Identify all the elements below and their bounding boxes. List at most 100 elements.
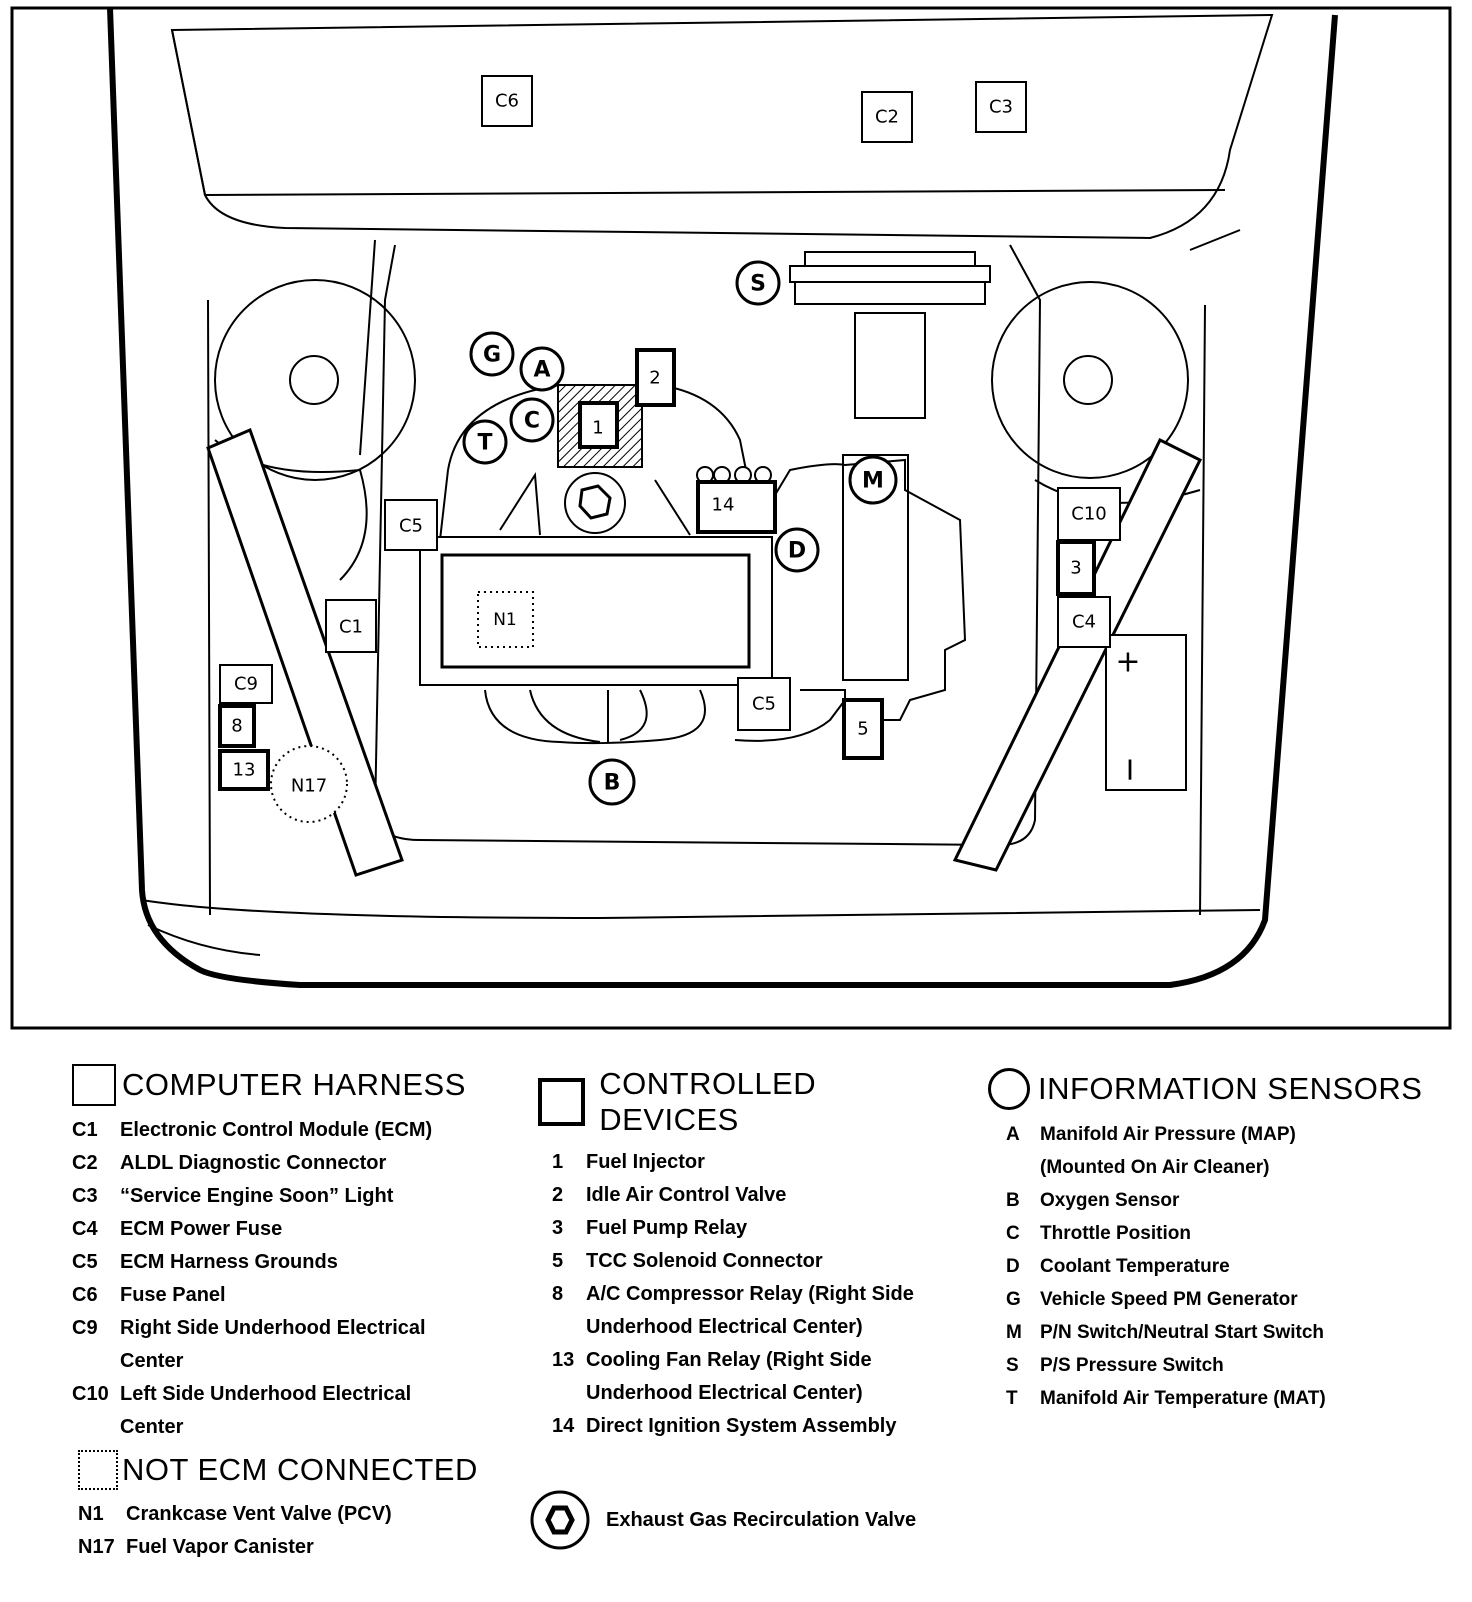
legend-item-code: 3	[552, 1217, 564, 1239]
legend-item-label-cont: Underhood Electrical Center)	[586, 1316, 863, 1338]
legend-title: INFORMATION SENSORS	[1038, 1071, 1423, 1106]
svg-text:13: 13	[233, 760, 256, 781]
sensor-s: S	[735, 260, 781, 306]
sensor-c: C	[509, 397, 555, 443]
square-symbol-icon	[72, 1064, 116, 1106]
legend-item-code: C9	[72, 1317, 98, 1339]
label-c5-bottom: C5	[737, 677, 791, 731]
legend-item: N17 Fuel Vapor Canister	[78, 1531, 518, 1564]
device-13: 13	[218, 749, 270, 791]
legend-item-continuation: Underhood Electrical Center)	[552, 1377, 958, 1410]
legend-item-label-cont: Underhood Electrical Center)	[586, 1382, 863, 1404]
legend-item-label: A/C Compressor Relay (Right Side	[586, 1283, 914, 1305]
legend-item-label: Cooling Fan Relay (Right Side	[586, 1349, 872, 1371]
legend-item-label: Crankcase Vent Valve (PCV)	[126, 1503, 392, 1525]
svg-text:1: 1	[592, 418, 603, 439]
label-n17: N17	[270, 745, 348, 823]
legend-item-code: N17	[78, 1536, 115, 1558]
legend-item-code: 8	[552, 1283, 564, 1305]
legend-item-label: TCC Solenoid Connector	[586, 1250, 823, 1272]
legend-item-label: Fuel Vapor Canister	[126, 1536, 314, 1558]
legend-header: CONTROLLED DEVICES	[538, 1066, 958, 1138]
legend-item-code: C6	[72, 1284, 98, 1306]
legend-item-continuation: Underhood Electrical Center)	[552, 1311, 958, 1344]
legend-item-label: Vehicle Speed PM Generator	[1040, 1289, 1298, 1310]
dotted-square-icon	[78, 1450, 118, 1490]
legend-item-code: 13	[552, 1349, 575, 1371]
legend-item: C3“Service Engine Soon” Light	[72, 1180, 512, 1213]
legend-item-code: C5	[72, 1251, 98, 1273]
svg-text:C10: C10	[1071, 504, 1106, 525]
egr-valve-icon	[530, 1490, 590, 1550]
device-1-fuel-injector: 1	[557, 384, 643, 468]
legend-item-label-cont: Center	[120, 1416, 184, 1438]
svg-text:8: 8	[231, 716, 242, 737]
svg-text:N17: N17	[291, 776, 327, 797]
cowl-line	[204, 189, 1226, 196]
engine-compartment-diagram: + I C6 C2 C3 S G A C	[10, 6, 1452, 1030]
left-brace	[206, 427, 404, 877]
legend-item-label-cont: (Mounted On Air Cleaner)	[1040, 1157, 1270, 1178]
label-c9: C9	[219, 664, 273, 704]
device-3-fuel-pump-relay: 3	[1056, 540, 1096, 596]
legend-item-label: Manifold Air Pressure (MAP)	[1040, 1124, 1296, 1145]
svg-text:5: 5	[857, 719, 868, 740]
legend-item-code: S	[1006, 1355, 1019, 1376]
legend-spacer	[552, 1377, 586, 1410]
legend-item-continuation: Center	[72, 1411, 512, 1444]
legend-egr: Exhaust Gas Recirculation Valve	[530, 1490, 916, 1550]
sensor-b: B	[588, 758, 636, 806]
legend-item-continuation: Center	[72, 1345, 512, 1378]
legend-item: C2 ALDL Diagnostic Connector	[72, 1147, 512, 1180]
svg-text:C3: C3	[989, 97, 1013, 118]
device-8: 8	[218, 704, 256, 748]
label-c5-left: C5	[384, 499, 438, 551]
svg-text:C5: C5	[399, 516, 423, 537]
sensor-a: A	[519, 346, 565, 392]
legend-item-code: 14	[552, 1415, 575, 1437]
left-strut-tower	[214, 279, 416, 481]
legend-item: B Oxygen Sensor	[1006, 1184, 1458, 1217]
legend-item-continuation: (Mounted On Air Cleaner)	[1006, 1151, 1458, 1184]
legend-item-code: C3	[72, 1185, 98, 1207]
legend-item: C9 Right Side Underhood Electrical	[72, 1312, 512, 1345]
sensor-t: T	[462, 419, 508, 465]
front-bumper-line	[141, 899, 1261, 920]
ps-pump-top	[804, 251, 976, 267]
legend-item: C5 ECM Harness Grounds	[72, 1246, 512, 1279]
legend-item-label: Right Side Underhood Electrical	[120, 1317, 426, 1339]
label-n1: N1	[477, 591, 534, 648]
legend-item-code: C10	[72, 1383, 109, 1405]
legend-spacer	[1006, 1151, 1040, 1184]
label-c10: C10	[1057, 487, 1121, 541]
label-c3: C3	[975, 81, 1027, 133]
label-c2: C2	[861, 91, 913, 143]
legend-item-label: Oxygen Sensor	[1040, 1190, 1180, 1211]
intake-manifold	[419, 536, 773, 686]
svg-text:B: B	[604, 771, 621, 796]
svg-text:T: T	[477, 431, 492, 456]
legend-item-code: C2	[72, 1152, 98, 1174]
legend-item-label: ECM Harness Grounds	[120, 1251, 338, 1273]
legend-item-code: B	[1006, 1190, 1020, 1211]
legend-item-label: Direct Ignition System Assembly	[586, 1415, 897, 1437]
svg-text:C6: C6	[495, 91, 519, 112]
inner-fender-line	[147, 924, 261, 956]
legend-item-code: 2	[552, 1184, 564, 1206]
label-c1: C1	[325, 599, 377, 653]
circle-symbol-icon	[988, 1068, 1030, 1110]
legend-item: 8 A/C Compressor Relay (Right Side	[552, 1278, 958, 1311]
svg-text:C1: C1	[339, 617, 363, 638]
legend-item-label: ALDL Diagnostic Connector	[120, 1152, 387, 1174]
legend-spacer	[72, 1345, 120, 1378]
